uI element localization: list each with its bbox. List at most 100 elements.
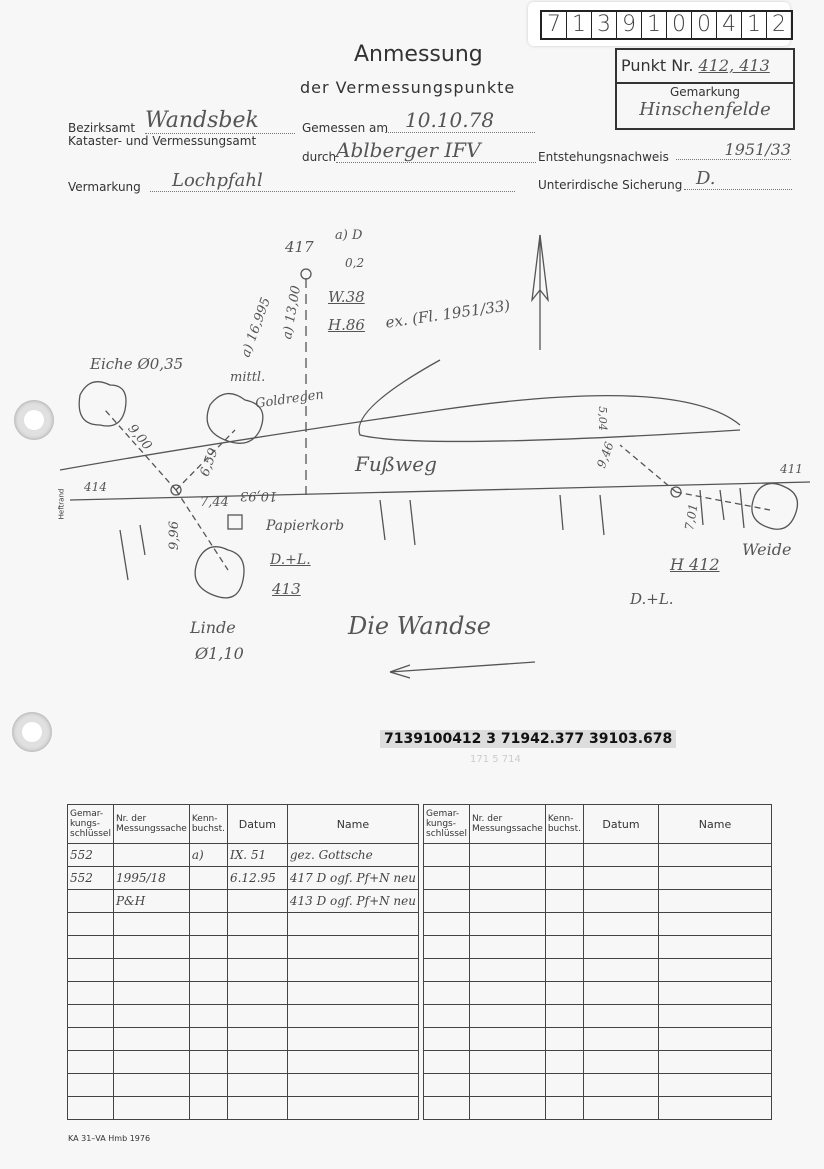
table-cell — [468, 1096, 546, 1120]
table-cell — [423, 1050, 470, 1074]
faint-stamp: 171 5 714 — [470, 754, 521, 765]
id-digit: 7 — [547, 12, 561, 37]
label-744: 7,44 — [200, 495, 229, 510]
label-linde: Linde — [190, 618, 236, 637]
label-linde-diameter: Ø1,10 — [195, 644, 244, 663]
baseline-line — [69, 481, 811, 501]
table-cell — [468, 889, 546, 913]
table-cell — [226, 912, 288, 936]
id-digit: 4 — [716, 12, 741, 38]
table-cell — [657, 1027, 773, 1051]
table-cell — [188, 912, 228, 936]
id-digit: 0 — [666, 12, 691, 38]
sicherung-label: Unterirdische Sicherung — [538, 178, 683, 192]
label-mittl: mittl. — [230, 370, 266, 385]
table-row — [67, 1004, 420, 1028]
amt-label: Kataster- und Vermessungsamt — [68, 134, 257, 148]
table-cell — [468, 981, 546, 1005]
table-cell — [657, 1004, 773, 1028]
table-cell — [188, 889, 228, 913]
table-cell — [657, 1073, 773, 1097]
id-digit: 9 — [616, 12, 641, 38]
label-h86: H.86 — [328, 316, 365, 334]
coordinate-stamp: 7139100412 3 71942.377 39103.678 — [380, 730, 677, 748]
table-cell — [544, 889, 584, 913]
table-row — [67, 958, 420, 982]
table-cell — [582, 981, 659, 1005]
table-cell: 417 D ogf. Pf+N neu — [286, 866, 420, 890]
table-cell — [112, 1073, 190, 1097]
table-cell — [468, 843, 546, 867]
label-weide: Weide — [742, 540, 792, 559]
table-cell — [286, 935, 420, 959]
table-cell — [657, 981, 773, 1005]
label-fussweg: Fußweg — [355, 452, 437, 476]
table-cell — [657, 912, 773, 936]
table-cell — [468, 912, 546, 936]
table-cell — [423, 981, 470, 1005]
gemessen-label: Gemessen am — [302, 121, 389, 135]
table-cell — [582, 1004, 659, 1028]
tree-icon — [194, 546, 245, 599]
column-header: Kenn-buchst. — [188, 804, 228, 844]
durch-label: durch — [302, 150, 337, 164]
id-digit: 0 — [691, 12, 716, 38]
table-cell — [423, 843, 470, 867]
table-cell — [657, 843, 773, 867]
table-cell — [582, 889, 659, 913]
table-cell — [286, 1027, 420, 1051]
column-header: Nr. der Messungssache — [112, 804, 190, 844]
table-cell — [544, 981, 584, 1005]
table-cell — [286, 958, 420, 982]
table-cell — [544, 1073, 584, 1097]
point-412 — [670, 486, 682, 498]
table-cell — [544, 1004, 584, 1028]
bezirksamt-value: Wandsbek — [145, 108, 295, 134]
table-cell — [188, 1050, 228, 1074]
table-cell — [226, 1096, 288, 1120]
bezirksamt-label: Bezirksamt — [68, 121, 136, 135]
table-row — [423, 1027, 773, 1051]
gemarkung-value: Hinschenfelde — [639, 99, 771, 120]
label-413: 413 — [272, 580, 301, 598]
table-row — [67, 935, 420, 959]
column-header: Gemar-kungs-schlüssel — [423, 804, 470, 844]
entstehung-label: Entstehungsnachweis — [538, 150, 669, 164]
table-cell: a) — [188, 843, 228, 867]
table-cell: 6.12.95 — [226, 866, 288, 890]
table-row — [423, 935, 773, 959]
column-header: Datum — [582, 804, 659, 844]
title: Anmessung — [354, 42, 483, 67]
flow-arrow — [389, 661, 536, 673]
table-cell — [67, 1004, 114, 1028]
entstehung-value: 1951/33 — [676, 140, 791, 160]
table-cell: gez. Gottsche — [286, 843, 420, 867]
subtitle: der Vermessungspunkte — [300, 78, 516, 97]
table-cell — [286, 912, 420, 936]
gemarkung-label: Gemarkung — [669, 85, 741, 99]
table-row — [423, 866, 773, 890]
table-cell — [657, 1050, 773, 1074]
table-cell — [582, 866, 659, 890]
table-cell — [188, 1073, 228, 1097]
table-cell — [544, 1027, 584, 1051]
table-row — [423, 843, 773, 867]
table-cell — [112, 912, 190, 936]
table-cell: 552 — [67, 843, 114, 867]
column-header: Datum — [226, 804, 288, 844]
table-cell — [188, 935, 228, 959]
label-dl2: D.+L. — [630, 590, 674, 608]
table-cell — [544, 912, 584, 936]
label-w38: W.38 — [328, 288, 365, 306]
table-row — [423, 1004, 773, 1028]
form-code: KA 31–VA Hmb 1976 — [68, 1134, 151, 1143]
label-papierkorb: Papierkorb — [266, 518, 345, 534]
table-cell — [582, 958, 659, 982]
punkt-label: Punkt Nr. — [621, 56, 694, 75]
table-cell — [468, 1004, 546, 1028]
table-cell — [188, 958, 228, 982]
